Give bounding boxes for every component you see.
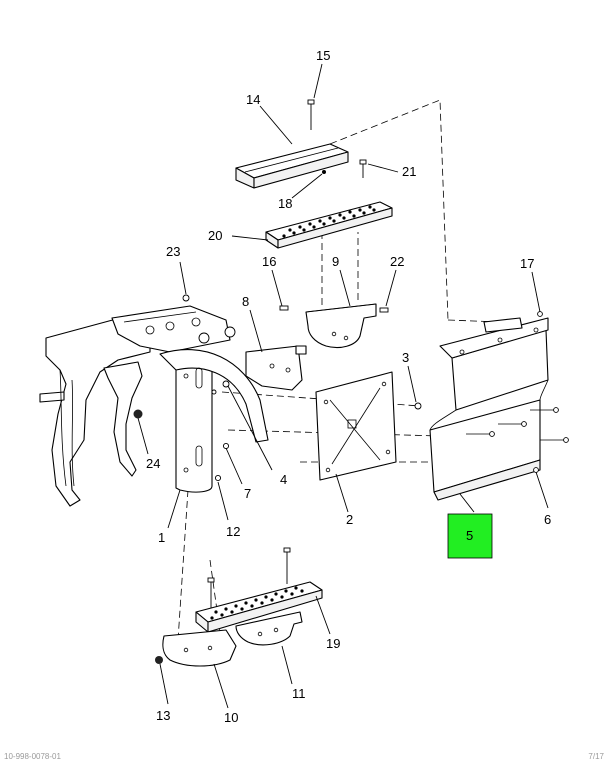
drawing-date: 7/17: [588, 752, 604, 761]
callout-16[interactable]: 16: [262, 254, 276, 269]
part-5-side-panel[interactable]: [429, 317, 549, 501]
callout-labels: 15 14 21 18 20 23 16 9 22 17 8 3 24 4 7 …: [146, 48, 551, 725]
callout-14[interactable]: 14: [246, 92, 260, 107]
part-2-plate[interactable]: [315, 371, 397, 481]
callout-18[interactable]: 18: [278, 196, 292, 211]
callout-11[interactable]: 11: [292, 686, 306, 701]
part-11-lower-support-bracket[interactable]: [235, 611, 303, 646]
leader-lines: [137, 63, 549, 709]
callout-13[interactable]: 13: [156, 708, 170, 723]
callout-19[interactable]: 19: [326, 636, 340, 651]
callout-1[interactable]: 1: [158, 530, 165, 545]
callout-24[interactable]: 24: [146, 456, 160, 471]
callout-20[interactable]: 20: [208, 228, 222, 243]
callout-22[interactable]: 22: [390, 254, 404, 269]
part-1-frame-bracket[interactable]: [39, 305, 307, 507]
part-14-upper-channel[interactable]: [235, 143, 349, 189]
callout-4[interactable]: 4: [280, 472, 287, 487]
callout-7[interactable]: 7: [244, 486, 251, 501]
callout-10[interactable]: 10: [224, 710, 238, 725]
callout-15[interactable]: 15: [316, 48, 330, 63]
callout-17[interactable]: 17: [520, 256, 534, 271]
callout-6[interactable]: 6: [544, 512, 551, 527]
drawing-number: 10-998-0078-01: [4, 752, 61, 761]
highlight-box: [447, 513, 493, 559]
callout-9[interactable]: 9: [332, 254, 339, 269]
callout-5[interactable]: 5: [466, 528, 473, 543]
callout-23[interactable]: 23: [166, 244, 180, 259]
callout-2[interactable]: 2: [346, 512, 353, 527]
callout-3[interactable]: 3: [402, 350, 409, 365]
callout-21[interactable]: 21: [402, 164, 416, 179]
fasteners: [133, 99, 569, 664]
callout-12[interactable]: 12: [226, 524, 240, 539]
part-19-lower-step[interactable]: [195, 581, 323, 633]
part-10-lower-bracket[interactable]: [162, 629, 237, 667]
callout-8[interactable]: 8: [242, 294, 249, 309]
part-9-upper-support-bracket[interactable]: [305, 303, 377, 349]
part-20-upper-step[interactable]: [265, 201, 393, 249]
